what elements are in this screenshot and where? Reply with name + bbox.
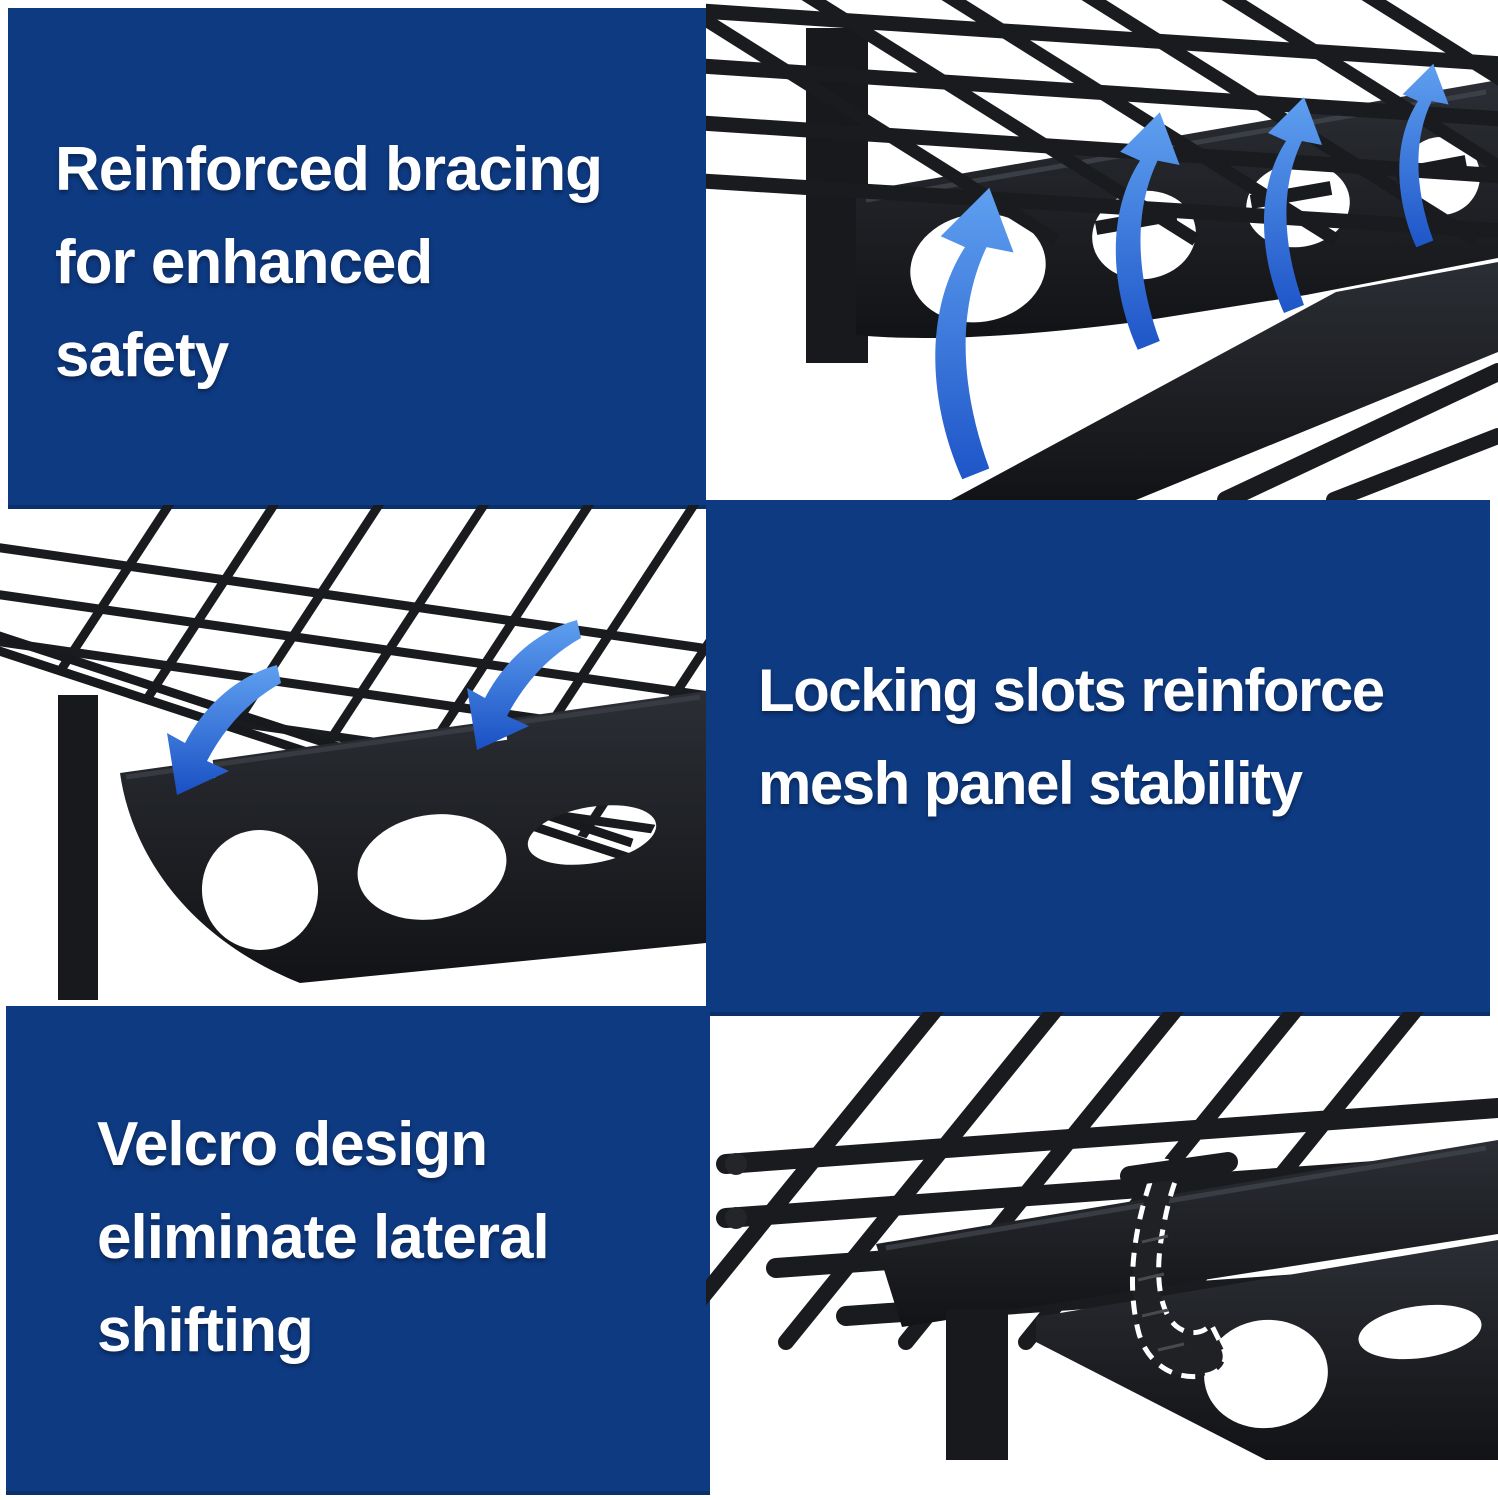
title-line: Locking slots reinforce (758, 657, 1385, 724)
feature-title-reinforced-bracing: Reinforced bracing for enhanced safety (55, 123, 603, 402)
photo-mesh-locking-slots (0, 505, 706, 1000)
rod-over-strap (1120, 1152, 1238, 1186)
strap-highlight-outline (1130, 1157, 1228, 1380)
feature-panel-velcro-design (6, 1006, 710, 1495)
strap-texture (1137, 1234, 1185, 1352)
photo-bracket-up-arrows (706, 0, 1498, 500)
feature-title-velcro-design: Velcro design eliminate lateral shifting (97, 1098, 550, 1377)
wall-post (58, 695, 98, 1000)
title-line: Reinforced bracing (55, 135, 603, 204)
feature-panel-locking-slots (706, 500, 1490, 1016)
feature-panel-reinforced-bracing (8, 8, 706, 509)
title-line: eliminate lateral (97, 1203, 550, 1272)
diagonal-brace (951, 262, 1498, 500)
title-line: safety (55, 321, 229, 390)
title-line: mesh panel stability (758, 750, 1303, 817)
title-line: for enhanced (55, 228, 433, 297)
frame-beam (876, 1140, 1498, 1327)
photo-velcro-strap (706, 1012, 1498, 1460)
title-line: Velcro design (97, 1110, 488, 1179)
velcro-strap (1120, 1152, 1238, 1380)
feature-title-locking-slots: Locking slots reinforce mesh panel stabi… (758, 644, 1385, 830)
diagonal-brace (1036, 1240, 1498, 1460)
wall-post (946, 1310, 1008, 1460)
title-line: shifting (97, 1296, 314, 1365)
wire-grid (706, 0, 1498, 246)
